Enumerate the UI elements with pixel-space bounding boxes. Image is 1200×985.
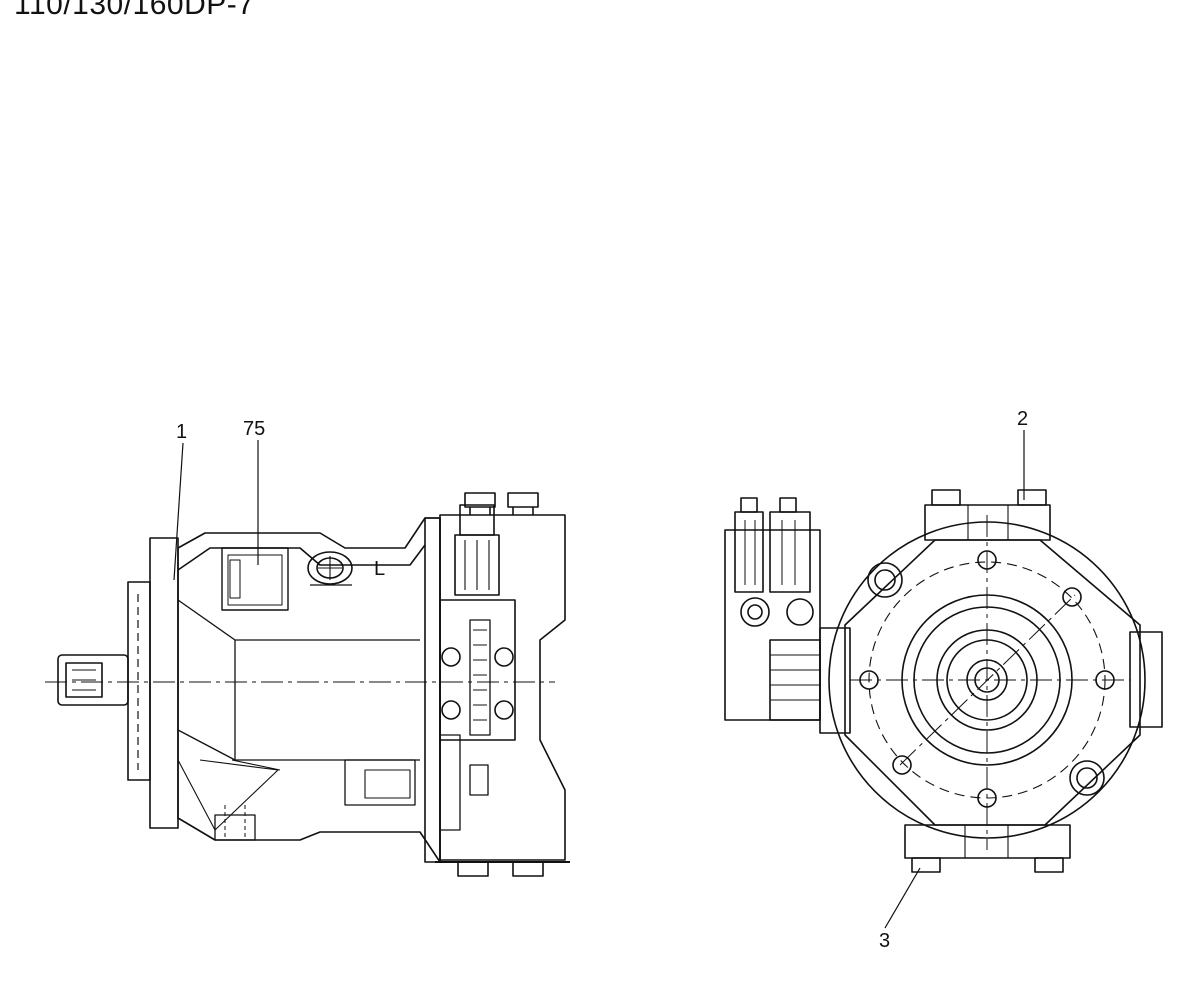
side-view — [45, 440, 570, 877]
callout-3: 3 — [879, 930, 891, 952]
rear-view — [724, 430, 1163, 929]
page-title: 110/130/160DP-7 — [14, 0, 255, 21]
callout-2: 2 — [1017, 408, 1029, 430]
callout-75: 75 — [243, 418, 266, 440]
callout-1: 1 — [176, 421, 188, 443]
port-label-l: L — [374, 558, 386, 580]
